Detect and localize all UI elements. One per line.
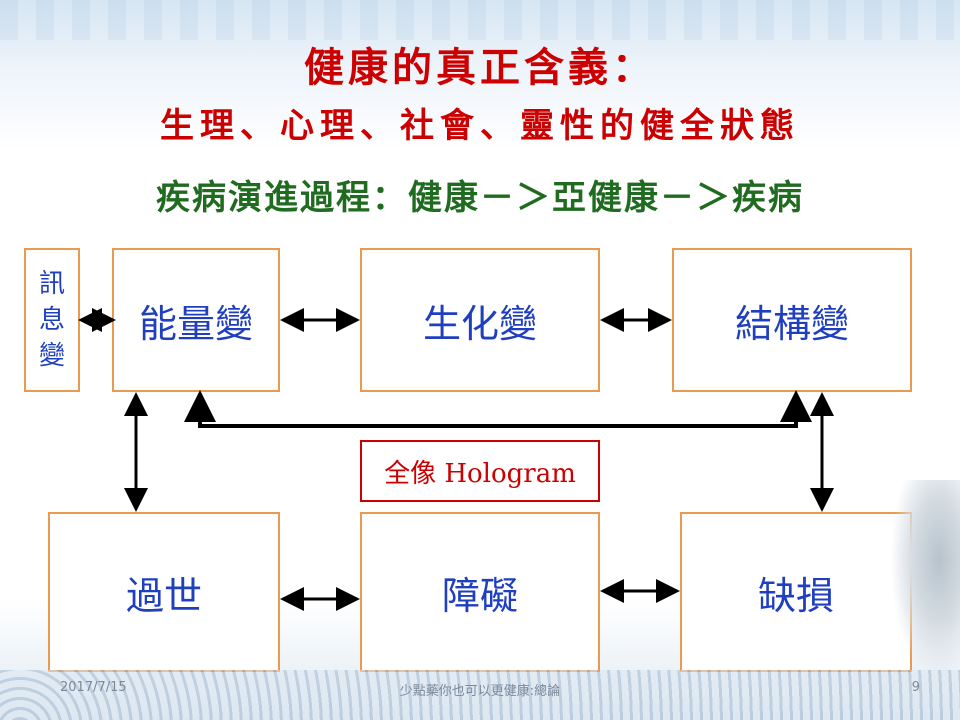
footer-date: 2017/7/15 — [60, 680, 127, 695]
footer-title: 少點藥你也可以更健康:總論 — [360, 680, 600, 699]
arrow-energy-structure-loop — [200, 398, 796, 426]
footer-page-number: 9 — [880, 680, 920, 695]
dragon-decoration — [890, 480, 960, 680]
